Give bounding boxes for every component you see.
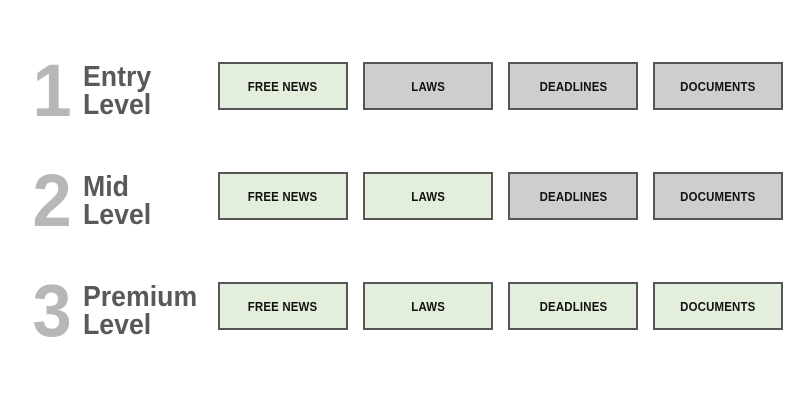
feature-box-documents: DOCUMENTS bbox=[653, 62, 783, 110]
feature-box-deadlines: DEADLINES bbox=[508, 282, 638, 330]
feature-label: DEADLINES bbox=[539, 298, 607, 314]
feature-label: DOCUMENTS bbox=[680, 298, 756, 314]
feature-box-deadlines: DEADLINES bbox=[508, 172, 638, 220]
feature-box-free-news: FREE NEWS bbox=[218, 172, 348, 220]
feature-box-documents: DOCUMENTS bbox=[653, 282, 783, 330]
feature-box-documents: DOCUMENTS bbox=[653, 172, 783, 220]
tier-number: 2 bbox=[32, 159, 72, 242]
feature-box-deadlines: DEADLINES bbox=[508, 62, 638, 110]
feature-label: LAWS bbox=[411, 298, 445, 314]
tier-heading-premium: 3 Premium Level bbox=[0, 269, 218, 352]
tier-row-premium: 3 Premium Level FREE NEWS LAWS DEADLINES… bbox=[0, 274, 809, 348]
feature-box-laws: LAWS bbox=[363, 282, 493, 330]
feature-box-free-news: FREE NEWS bbox=[218, 282, 348, 330]
feature-label: LAWS bbox=[411, 78, 445, 94]
feature-label: FREE NEWS bbox=[248, 78, 318, 94]
tier-name: Mid Level bbox=[83, 171, 152, 231]
tier-name-line1: Mid bbox=[83, 171, 129, 203]
feature-label: FREE NEWS bbox=[248, 298, 318, 314]
tier-heading-mid: 2 Mid Level bbox=[0, 159, 218, 242]
feature-box-laws: LAWS bbox=[363, 172, 493, 220]
tier-row-entry: 1 Entry Level FREE NEWS LAWS DEADLINES D… bbox=[0, 54, 809, 128]
tier-heading-entry: 1 Entry Level bbox=[0, 49, 218, 132]
feature-label: DEADLINES bbox=[539, 78, 607, 94]
feature-box-free-news: FREE NEWS bbox=[218, 62, 348, 110]
feature-label: DOCUMENTS bbox=[680, 78, 756, 94]
tier-name: Premium Level bbox=[83, 281, 198, 341]
tier-name: Entry Level bbox=[83, 61, 152, 121]
feature-label: DOCUMENTS bbox=[680, 188, 756, 204]
feature-label: DEADLINES bbox=[539, 188, 607, 204]
tier-row-mid: 2 Mid Level FREE NEWS LAWS DEADLINES DOC… bbox=[0, 164, 809, 238]
tier-name-line1: Entry bbox=[83, 61, 152, 93]
tier-name-line1: Premium bbox=[83, 281, 198, 313]
feature-label: FREE NEWS bbox=[248, 188, 318, 204]
tier-name-line2: Level bbox=[83, 309, 152, 341]
feature-label: LAWS bbox=[411, 188, 445, 204]
tier-name-line2: Level bbox=[83, 199, 152, 231]
tier-number: 3 bbox=[32, 269, 72, 352]
tier-name-line2: Level bbox=[83, 89, 152, 121]
tier-number: 1 bbox=[32, 49, 72, 132]
feature-box-laws: LAWS bbox=[363, 62, 493, 110]
